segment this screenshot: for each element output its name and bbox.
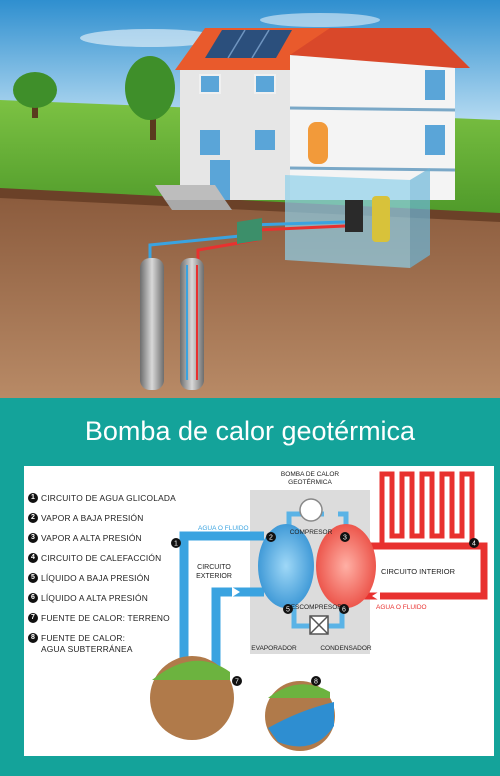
legend-label: VAPOR A BAJA PRESIÓN — [41, 513, 144, 523]
marker-6 — [339, 604, 349, 614]
page-title: Bomba de calor geotérmica — [84, 416, 416, 446]
groundwater-grass — [268, 684, 330, 698]
pump-title-line2: GEOTÉRMICA — [288, 477, 332, 486]
house-illustration — [0, 0, 500, 398]
legend-label: FUENTE DE CALOR: — [41, 633, 126, 643]
legend-label: VAPOR A ALTA PRESIÓN — [41, 533, 142, 543]
fluid-label-right: AGUA O FLUIDO — [376, 604, 427, 611]
legend-number: 3 — [28, 533, 38, 543]
legend-number: 4 — [28, 553, 38, 563]
expander-label: DESCOMPRESOR — [286, 604, 342, 611]
ground-grass — [152, 660, 230, 680]
evaporator — [258, 524, 314, 608]
marker-3 — [340, 532, 350, 542]
marker-2-label: 2 — [269, 535, 273, 542]
marker-7-label: 7 — [235, 679, 239, 686]
marker-6-label: 6 — [342, 607, 346, 614]
marker-1 — [171, 538, 181, 548]
borehole-right — [180, 258, 204, 390]
marker-1-label: 1 — [174, 541, 178, 548]
manifold-box — [237, 218, 262, 244]
valve-cross — [309, 615, 329, 635]
marker-5 — [283, 604, 293, 614]
inner-circuit-label: CIRCUITO INTERIOR — [381, 567, 456, 576]
legend-number: 8 — [28, 633, 38, 643]
legend-number: 2 — [28, 513, 38, 523]
legend-label-line2: AGUA SUBTERRÁNEA — [41, 644, 133, 654]
floor-slab — [289, 106, 456, 112]
window — [254, 74, 276, 94]
heat-pump-unit — [345, 200, 363, 232]
cloud — [80, 29, 220, 47]
heat-pump-diagram: BOMBA DE CALOR GEOTÉRMICA COMPRESOR DESC… — [24, 466, 494, 756]
window — [199, 74, 221, 94]
tree-right — [125, 56, 175, 120]
outer-circuit-label-2: EXTERIOR — [196, 573, 232, 580]
panel-divider — [227, 29, 246, 59]
window — [425, 70, 445, 100]
house-front-wall — [290, 55, 455, 200]
radiator-coil — [379, 471, 475, 546]
tree-left — [13, 72, 57, 108]
circuit-diagram: BOMBA DE CALOR GEOTÉRMICA COMPRESOR DESC… — [150, 471, 488, 751]
panel-divider — [251, 29, 270, 59]
arrow-icon — [232, 587, 240, 597]
marker-2 — [266, 532, 276, 542]
fluid-label-left: AGUA O FLUIDO — [198, 525, 249, 532]
legend-label: LÍQUIDO A ALTA PRESIÓN — [41, 593, 148, 603]
marker-8 — [311, 676, 321, 686]
marker-3-label: 3 — [343, 535, 347, 542]
legend-label: CIRCUITO DE AGUA GLICOLADA — [41, 493, 176, 503]
tree-trunk — [150, 100, 156, 140]
legend-number: 6 — [28, 593, 38, 603]
marker-4-label: 4 — [472, 541, 476, 548]
window — [200, 130, 220, 155]
evaporator-label: EVAPORADOR — [251, 645, 297, 652]
pump-title-line1: BOMBA DE CALOR — [281, 471, 339, 478]
legend-number: 5 — [28, 573, 38, 583]
inner-circuit-loop — [356, 542, 488, 600]
marker-4 — [469, 538, 479, 548]
floor-slab — [289, 166, 456, 172]
outer-circuit-label-1: CIRCUITO — [197, 564, 231, 571]
interior-door — [308, 122, 328, 164]
solar-panels — [205, 30, 292, 58]
compressor-label: COMPRESOR — [290, 529, 333, 536]
legend-label: CIRCUITO DE CALEFACCIÓN — [41, 553, 162, 563]
marker-7 — [232, 676, 242, 686]
legend-label: LÍQUIDO A BAJA PRESIÓN — [41, 573, 150, 583]
condenser — [316, 524, 376, 608]
front-steps — [165, 200, 232, 210]
groundwater-water — [268, 702, 334, 747]
compressor-icon — [299, 498, 323, 522]
marker-5-label: 5 — [286, 607, 290, 614]
legend-number: 1 — [28, 493, 38, 503]
arrow-icon — [372, 591, 380, 601]
window — [255, 130, 275, 150]
legend-label: FUENTE DE CALOR: TERRENO — [41, 613, 170, 623]
house-left-wall — [180, 70, 290, 200]
legend-number: 7 — [28, 613, 38, 623]
borehole-left — [140, 258, 164, 390]
cloud — [260, 13, 380, 27]
roof-front — [290, 28, 470, 68]
basement-side — [410, 168, 430, 268]
heat-pump-tank — [372, 196, 390, 242]
window — [425, 125, 445, 155]
front-steps — [155, 185, 225, 200]
condenser-label: CONDENSADOR — [320, 645, 372, 652]
marker-8-label: 8 — [314, 679, 318, 686]
